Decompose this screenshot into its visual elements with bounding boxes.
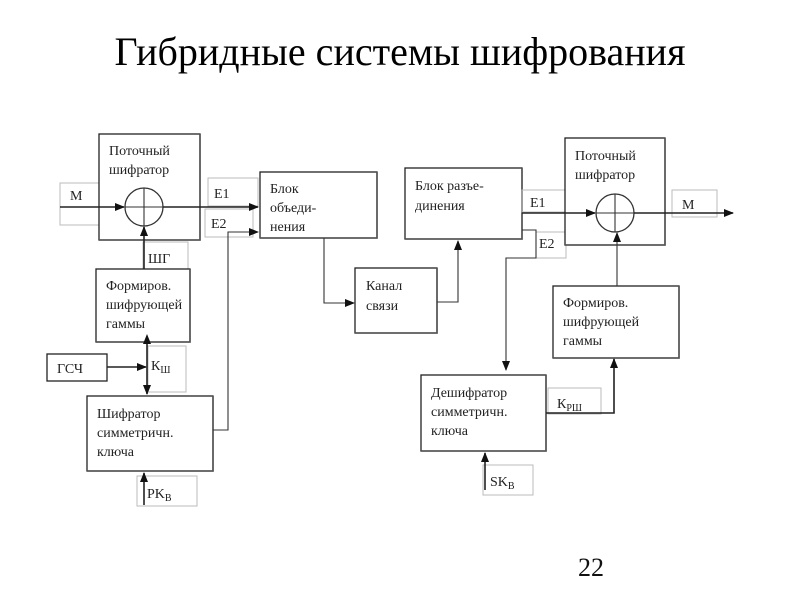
right-e1-label: E1 bbox=[530, 196, 546, 211]
splitter-line2: динения bbox=[415, 199, 465, 214]
pk-label: PKB bbox=[147, 487, 172, 504]
left-gamma-line3: гаммы bbox=[106, 317, 146, 332]
combiner-block: Блок объеди- нения bbox=[259, 171, 378, 239]
key-decryptor-line3: ключа bbox=[431, 424, 469, 439]
left-gamma-former-block: Формиров. шифрующей гаммы bbox=[95, 268, 191, 343]
right-stream-cipher-line1: Поточный bbox=[575, 149, 636, 164]
right-gamma-line2: шифрующей bbox=[563, 315, 640, 330]
right-stream-cipher-line2: шифратор bbox=[575, 168, 635, 183]
right-e2-arrow bbox=[502, 229, 537, 371]
left-stream-cipher-line2: шифратор bbox=[109, 163, 169, 178]
page-number: 22 bbox=[578, 553, 604, 582]
splitter-block: Блок разъе- динения bbox=[404, 167, 523, 240]
combiner-line3: нения bbox=[270, 220, 306, 235]
key-decryptor-block: Дешифратор симметричн. ключа bbox=[420, 374, 547, 452]
k-label: КШ bbox=[151, 359, 170, 376]
left-gamma-line2: шифрующей bbox=[106, 298, 183, 313]
right-gamma-line1: Формиров. bbox=[563, 296, 628, 311]
key-decryptor-line2: симметричн. bbox=[431, 405, 507, 420]
channel-to-splitter-arrow bbox=[437, 240, 462, 303]
channel-line2: связи bbox=[366, 299, 399, 314]
krsh-arrow bbox=[546, 358, 618, 414]
channel-block: Канал связи bbox=[354, 267, 438, 334]
right-gamma-former-block: Формиров. шифрующей гаммы bbox=[552, 285, 680, 359]
krsh-label-frame bbox=[547, 387, 602, 415]
combiner-line1: Блок bbox=[270, 182, 299, 197]
left-stream-cipher-line1: Поточный bbox=[109, 144, 170, 159]
sk-label-frame bbox=[482, 464, 534, 496]
left-m-label: M bbox=[70, 189, 83, 204]
e2-arrow bbox=[213, 228, 259, 431]
key-encryptor-line3: ключа bbox=[97, 445, 135, 460]
right-stream-cipher-block: Поточный шифратор bbox=[564, 137, 666, 246]
rng-label: ГСЧ bbox=[57, 362, 83, 377]
key-decryptor-line1: Дешифратор bbox=[431, 386, 507, 401]
left-e2-label: E2 bbox=[211, 217, 227, 232]
sk-label: SKB bbox=[490, 475, 515, 492]
left-e1-label: E1 bbox=[214, 187, 230, 202]
splitter-line1: Блок разъе- bbox=[415, 179, 484, 194]
right-m-label-frame bbox=[671, 189, 718, 218]
krsh-label: КРШ bbox=[557, 397, 582, 414]
right-e2-label: E2 bbox=[539, 237, 555, 252]
key-encryptor-line1: Шифратор bbox=[97, 407, 160, 422]
pk-label-frame bbox=[136, 475, 198, 507]
right-m-label: M bbox=[682, 198, 695, 213]
e1-label-frame bbox=[207, 177, 259, 207]
gamma-label: ШГ bbox=[148, 252, 170, 267]
left-gamma-line1: Формиров. bbox=[106, 279, 171, 294]
channel-line1: Канал bbox=[366, 279, 402, 294]
key-encryptor-line2: симметричн. bbox=[97, 426, 173, 441]
left-stream-cipher-block: Поточный шифратор bbox=[98, 133, 201, 241]
rng-block: ГСЧ bbox=[46, 353, 108, 382]
key-encryptor-block: Шифратор симметричн. ключа bbox=[86, 395, 214, 472]
combiner-to-channel-arrow bbox=[323, 238, 355, 307]
slide-title: Гибридные системы шифрования bbox=[114, 29, 686, 74]
e2-label-frame bbox=[204, 208, 254, 238]
right-gamma-line3: гаммы bbox=[563, 334, 603, 349]
combiner-line2: объеди- bbox=[270, 201, 317, 216]
